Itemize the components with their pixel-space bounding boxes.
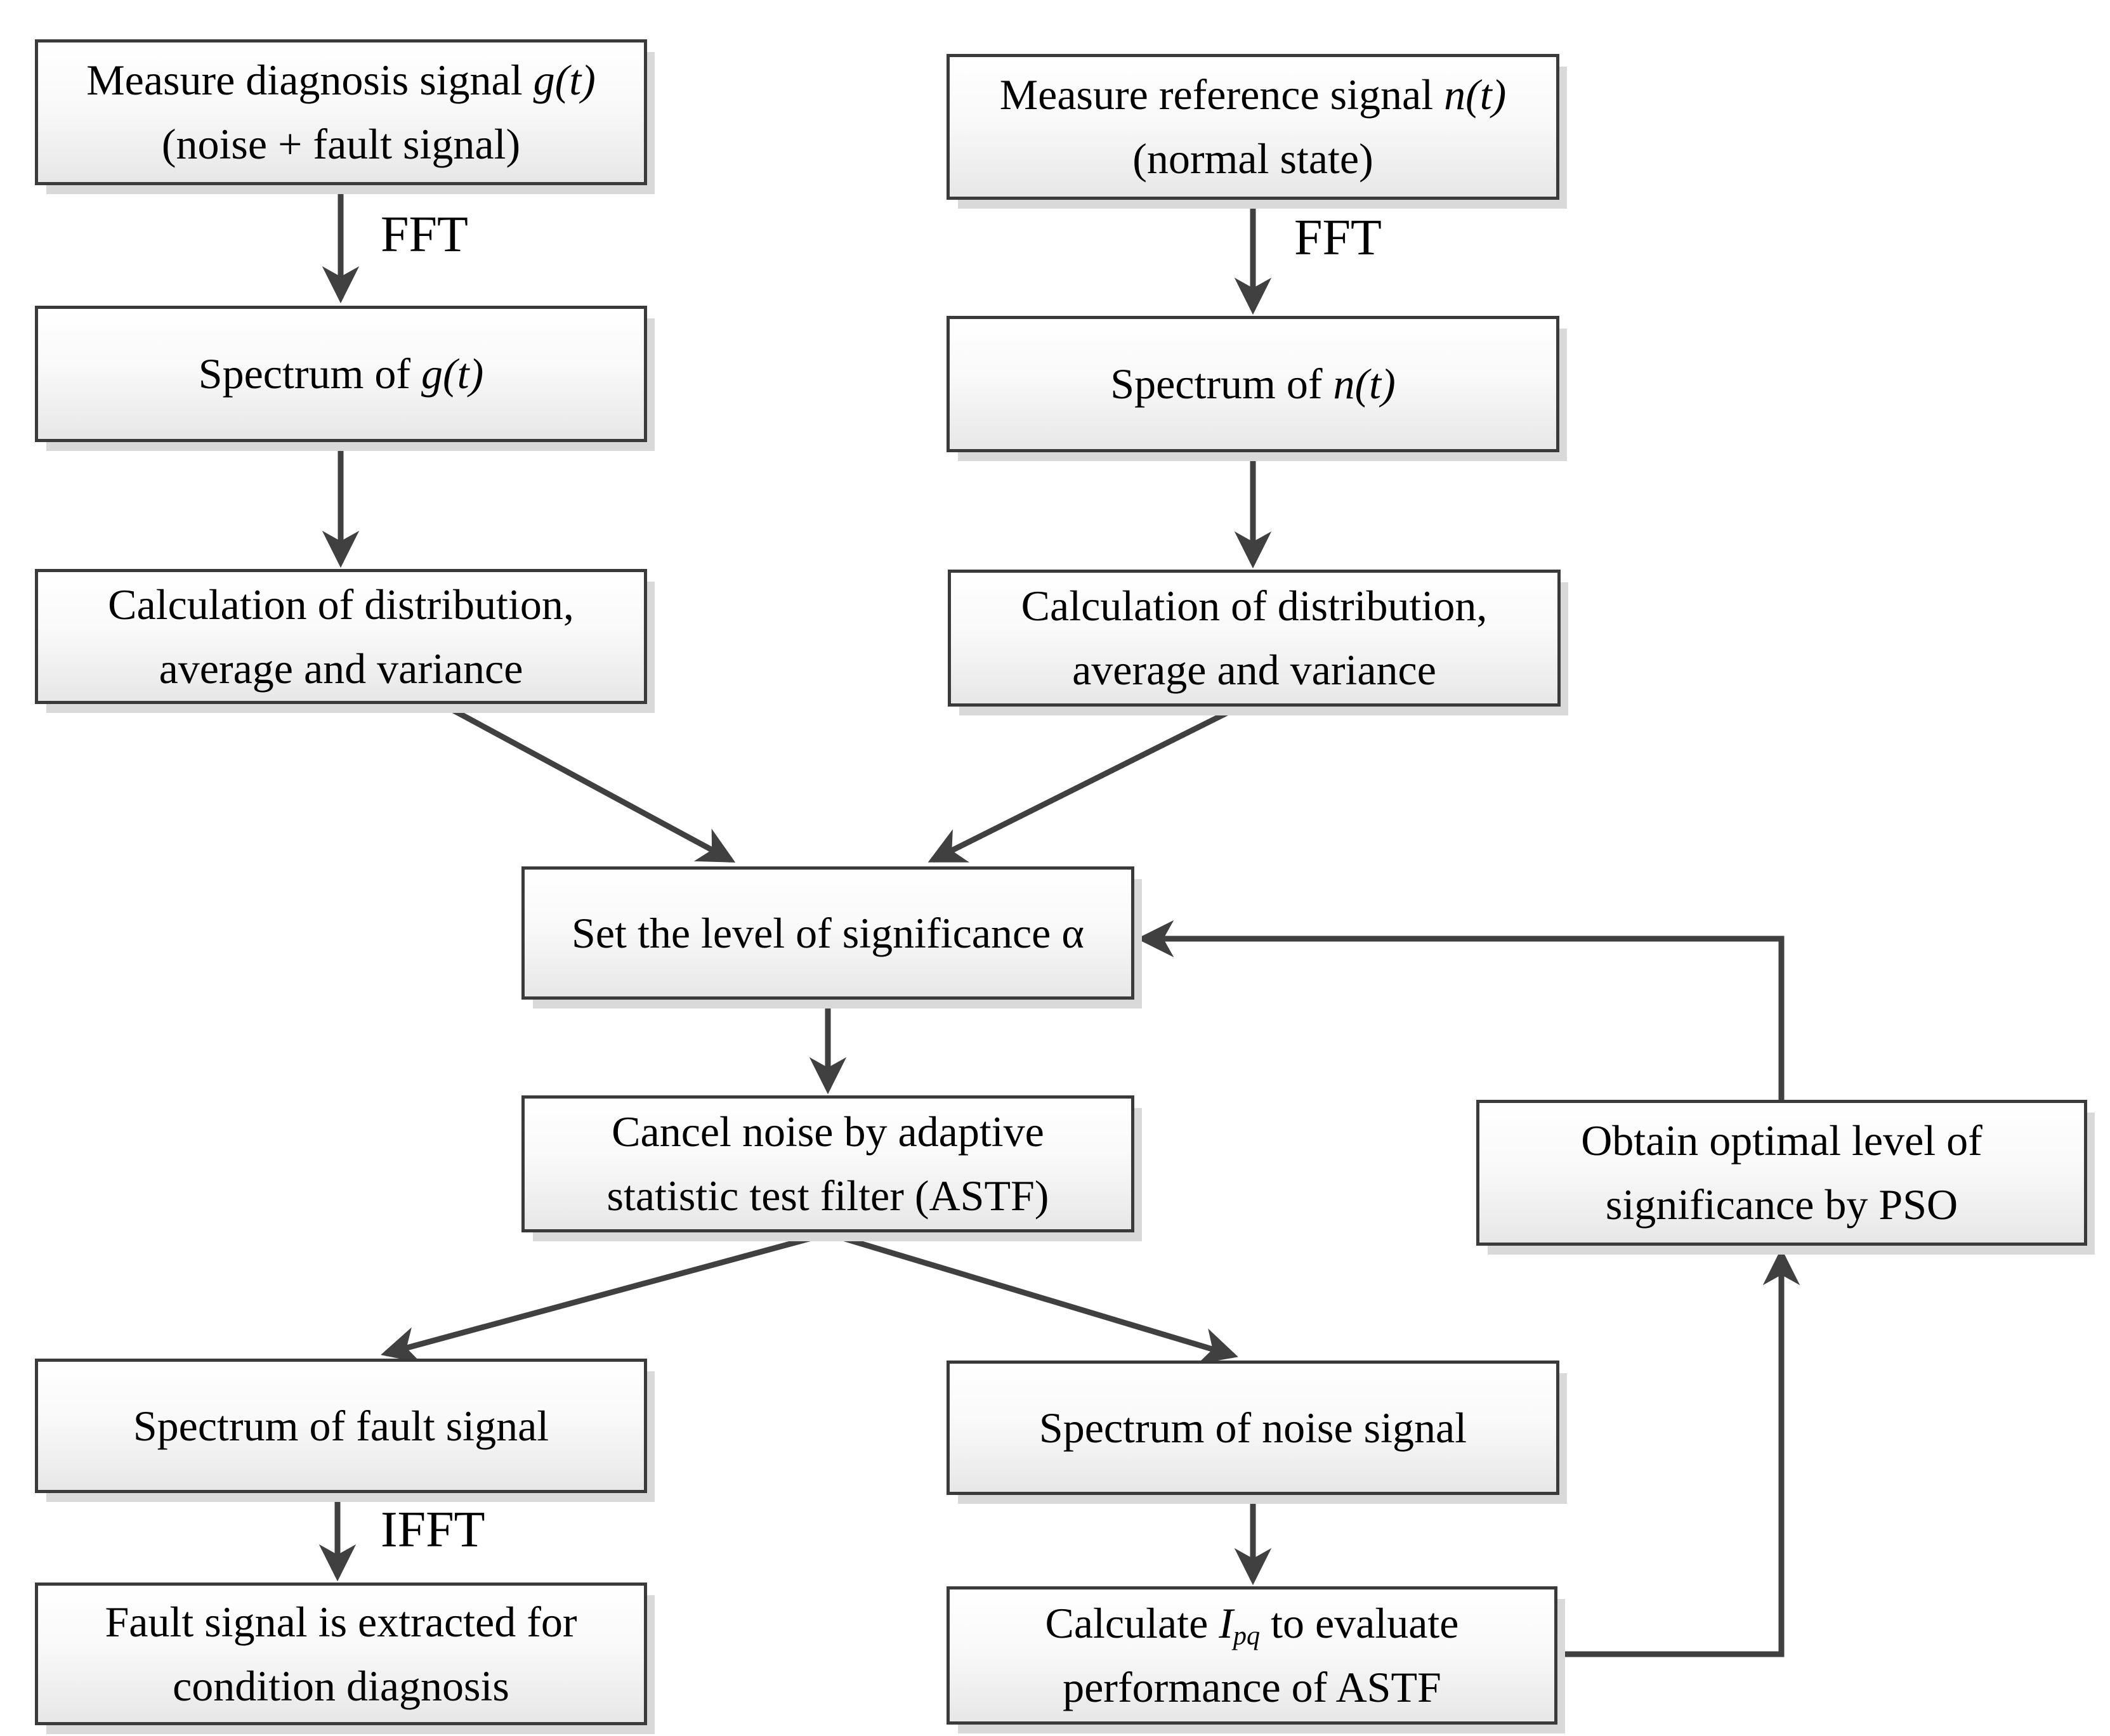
box-text: to evaluate xyxy=(1260,1599,1459,1647)
box-obtain-optimal-significance-pso: Obtain optimal level of significance by … xyxy=(1476,1100,2087,1246)
edge-label-fft-left: FFT xyxy=(381,207,468,263)
edge-label-fft-right: FFT xyxy=(1294,210,1382,266)
box-spectrum-of-fault-signal: Spectrum of fault signal xyxy=(35,1359,647,1493)
edge-cancel-to-spectrum-noise xyxy=(827,1230,1238,1364)
box-spectrum-of-noise-signal: Spectrum of noise signal xyxy=(947,1361,1559,1495)
box-line: Spectrum of g(t) xyxy=(199,342,483,406)
box-spectrum-of-g: Spectrum of g(t) xyxy=(35,306,647,442)
box-text: Spectrum of xyxy=(198,349,422,398)
edge-calc-ipq-to-obtain xyxy=(1559,1248,1800,1657)
box-line: Obtain optimal level of xyxy=(1581,1116,1982,1165)
box-text: Calculate xyxy=(1045,1599,1219,1647)
box-text-italic: n(t) xyxy=(1333,360,1396,408)
box-text-italic: g(t) xyxy=(421,349,484,398)
box-cancel-noise-astf: Cancel noise by adaptive statistic test … xyxy=(521,1095,1134,1232)
box-line: Spectrum of fault signal xyxy=(133,1401,549,1450)
box-text-italic: n(t) xyxy=(1444,70,1507,119)
edge-calc-left-to-set-level xyxy=(442,703,736,863)
box-line: condition diagnosis xyxy=(173,1661,509,1710)
box-line: statistic test filter (ASTF) xyxy=(606,1171,1049,1220)
box-fault-signal-extracted: Fault signal is extracted for condition … xyxy=(35,1583,647,1725)
box-measure-diagnosis-signal: Measure diagnosis signal g(t) (noise + f… xyxy=(35,39,647,185)
box-line: Calculation of distribution, xyxy=(1021,582,1488,630)
box-calculate-ipq: Calculate Ipq to evaluate performance of… xyxy=(947,1586,1557,1725)
box-line: Calculate Ipq to evaluate xyxy=(1045,1591,1459,1655)
box-text: Spectrum of xyxy=(1110,360,1333,408)
box-measure-reference-signal: Measure reference signal n(t) (normal st… xyxy=(947,54,1559,200)
box-line: Spectrum of n(t) xyxy=(1110,352,1395,416)
box-line: performance of ASTF xyxy=(1063,1663,1441,1711)
edge-label-ifft: IFFT xyxy=(381,1502,485,1558)
box-line: Cancel noise by adaptive xyxy=(612,1107,1044,1156)
box-line: (noise + fault signal) xyxy=(161,120,521,168)
box-line: Calculation of distribution, xyxy=(108,580,574,629)
box-text-subscript: pq xyxy=(1233,1621,1261,1651)
box-calculation-distribution-right: Calculation of distribution, average and… xyxy=(948,570,1561,707)
edge-calc-right-to-set-level xyxy=(927,705,1239,863)
box-text-italic: g(t) xyxy=(533,56,596,104)
box-calculation-distribution-left: Calculation of distribution, average and… xyxy=(35,569,647,704)
box-text-italic: I xyxy=(1219,1599,1233,1647)
box-line: Measure reference signal n(t) xyxy=(1000,63,1507,127)
edge-obtain-to-set-level xyxy=(1136,920,1785,1100)
box-line: significance by PSO xyxy=(1605,1180,1958,1229)
box-spectrum-of-n: Spectrum of n(t) xyxy=(947,316,1559,452)
box-line: Fault signal is extracted for xyxy=(105,1597,577,1646)
edge-cancel-to-spectrum-fault xyxy=(381,1230,829,1364)
box-set-level-of-significance: Set the level of significance α xyxy=(521,866,1134,1000)
box-line: Measure diagnosis signal g(t) xyxy=(86,48,596,112)
box-line: Set the level of significance α xyxy=(572,908,1084,957)
box-text: Measure reference signal xyxy=(999,70,1445,119)
box-line: average and variance xyxy=(1072,646,1436,694)
box-line: Spectrum of noise signal xyxy=(1039,1403,1467,1452)
box-line: (normal state) xyxy=(1132,134,1373,183)
box-text: Measure diagnosis signal xyxy=(86,56,534,104)
box-line: average and variance xyxy=(159,644,523,693)
